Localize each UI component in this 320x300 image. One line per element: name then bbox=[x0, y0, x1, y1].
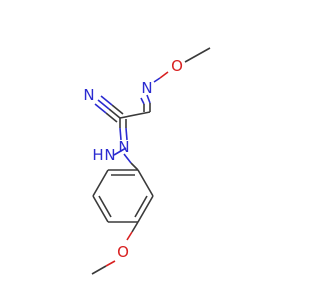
bond-oxime-o-n-2 bbox=[153, 77, 161, 83]
methoxy-oxygen-label: O bbox=[117, 243, 129, 261]
bond-nitrile-c-1 bbox=[108, 108, 121, 119]
bond-central-c-n-double-b bbox=[125, 127, 128, 141]
bond-ring-methoxy-o bbox=[131, 221, 139, 233]
ring-bond-1 bbox=[137, 169, 154, 197]
nitrile-nitrogen-label: N bbox=[83, 86, 94, 104]
bonds bbox=[91, 47, 211, 275]
amine-hydrogen-label: H bbox=[92, 146, 103, 164]
bond-ch-central-c bbox=[119, 111, 151, 119]
ring-bond-5 bbox=[92, 169, 109, 197]
atom-labels: O N N N H N O bbox=[83, 57, 183, 261]
ring-double-2 bbox=[134, 195, 148, 218]
bond-nitrile-n-3 bbox=[100, 95, 113, 106]
bond-oxime-n-ch-double-a bbox=[140, 97, 145, 105]
bond-oxime-o-n bbox=[159, 71, 169, 79]
bond-ring-methoxy-o-2 bbox=[126, 231, 133, 241]
bond-methoxy-o-methyl-2 bbox=[91, 265, 107, 275]
oxime-oxygen-label: O bbox=[171, 57, 183, 75]
oxime-nitrogen-label: N bbox=[141, 79, 152, 97]
bond-oxime-n-ch bbox=[146, 94, 151, 104]
bond-nh-ring bbox=[123, 153, 132, 164]
ring-double-3 bbox=[98, 195, 112, 218]
hydrazone-nitrogen-label: N bbox=[118, 138, 129, 156]
bond-nitrile-n-1 bbox=[97, 99, 110, 110]
bond-methoxy-o-methyl bbox=[105, 260, 116, 267]
bond-methyl-oxime-o bbox=[184, 47, 211, 63]
bond-nitrile-c-3 bbox=[111, 104, 124, 115]
bond-n-n bbox=[113, 147, 127, 156]
bond-nitrile-c-2 bbox=[105, 112, 118, 123]
bond-nh-ring-2 bbox=[130, 162, 139, 171]
ring-bond-2 bbox=[137, 195, 154, 223]
bond-nitrile-n-2 bbox=[94, 103, 107, 114]
molecule-structure: O N N N H N O bbox=[83, 47, 211, 275]
amine-nitrogen-label: N bbox=[104, 146, 115, 164]
bond-central-c-n-2 bbox=[119, 127, 122, 141]
ring-bond-4 bbox=[92, 195, 109, 223]
